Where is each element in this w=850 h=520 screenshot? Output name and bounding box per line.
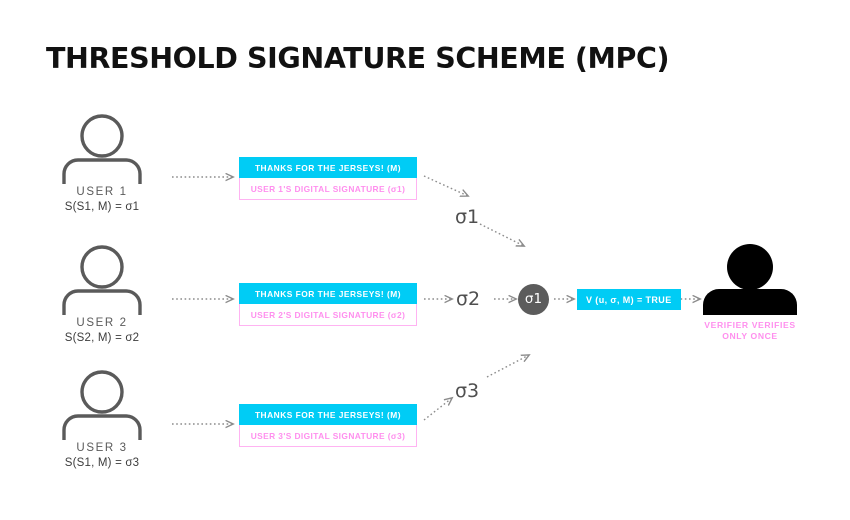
sigma2-label: σ2: [456, 288, 481, 310]
person-outline-icon: [62, 114, 142, 184]
page-title: THRESHOLD SIGNATURE SCHEME (MPC): [46, 42, 670, 75]
message-signature: USER 2'S DIGITAL SIGNATURE (σ2): [239, 304, 417, 326]
person-filled-icon: [703, 244, 797, 315]
arrow-sigma1-to-aggregate: [479, 223, 524, 246]
person-outline-icon: [62, 370, 142, 440]
user-name-label: USER 1: [76, 186, 128, 198]
user-formula-label: S(S1, M) = σ1: [64, 201, 140, 213]
verifier-caption-line1: VERIFIER VERIFIES: [704, 320, 796, 330]
aggregate-signature-circle: σ1: [518, 284, 549, 315]
message-signature: USER 1'S DIGITAL SIGNATURE (σ1): [239, 178, 417, 200]
person-outline-icon: [62, 245, 142, 315]
message-header: THANKS FOR THE JERSEYS! (M): [239, 404, 417, 425]
verifier-block: VERIFIER VERIFIES ONLY ONCE: [670, 243, 830, 341]
message-header: THANKS FOR THE JERSEYS! (M): [239, 157, 417, 178]
user-block-1: USER 1 S(S1, M) = σ1: [12, 112, 192, 213]
user-formula-label: S(S1, M) = σ3: [64, 457, 140, 469]
user-name-label: USER 3: [76, 442, 128, 454]
arrow-message3-to-sigma3: [423, 398, 452, 421]
arrow-message1-to-sigma1: [423, 175, 468, 196]
user-block-2: USER 2 S(S2, M) = σ2: [12, 243, 192, 344]
user-name-label: USER 2: [76, 317, 128, 329]
verification-formula-box: V (u, σ, M) = TRUE: [577, 289, 681, 310]
message-box-1: THANKS FOR THE JERSEYS! (M) USER 1'S DIG…: [239, 157, 417, 200]
verifier-caption: VERIFIER VERIFIES ONLY ONCE: [670, 320, 830, 341]
user-block-3: USER 3 S(S1, M) = σ3: [12, 368, 192, 469]
message-header: THANKS FOR THE JERSEYS! (M): [239, 283, 417, 304]
message-box-2: THANKS FOR THE JERSEYS! (M) USER 2'S DIG…: [239, 283, 417, 326]
sigma1-label: σ1: [455, 206, 480, 228]
verifier-caption-line2: ONLY ONCE: [722, 330, 778, 341]
sigma3-label: σ3: [455, 380, 480, 402]
message-box-3: THANKS FOR THE JERSEYS! (M) USER 3'S DIG…: [239, 404, 417, 447]
message-signature: USER 3'S DIGITAL SIGNATURE (σ3): [239, 425, 417, 447]
user-formula-label: S(S2, M) = σ2: [64, 332, 140, 344]
arrow-sigma3-to-aggregate: [486, 355, 529, 378]
